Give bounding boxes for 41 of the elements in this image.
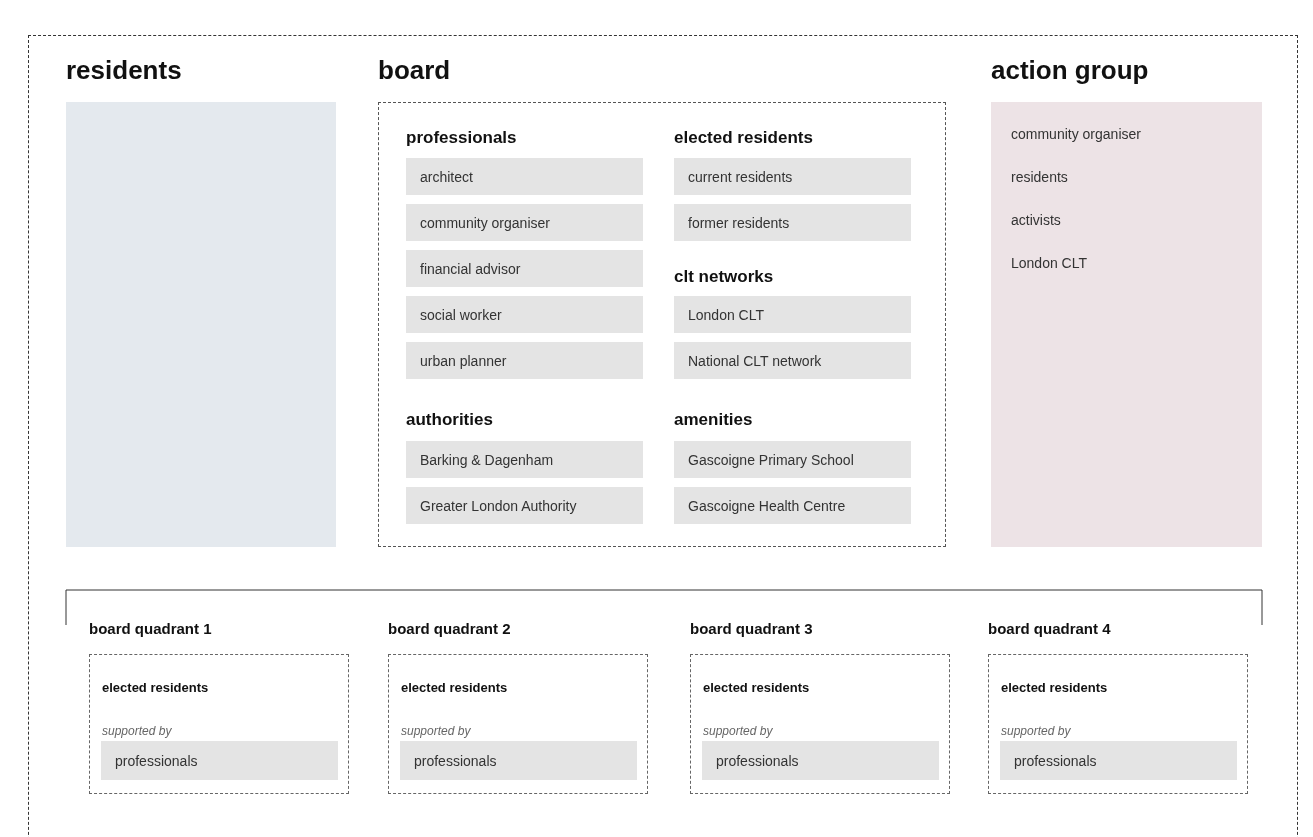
role-heading: elected residents [703,680,810,695]
section-heading: clt networks [674,267,774,287]
role-box: Barking & Dagenham [406,441,643,478]
role-box: urban planner [406,342,643,379]
group-heading: board quadrant 2 [388,620,511,637]
section-heading: elected residents [674,128,813,148]
note-text: supported by [102,724,172,738]
list-item: residents [1011,169,1068,185]
section-heading: amenities [674,410,753,430]
role-box: architect [406,158,643,195]
role-heading: elected residents [1001,680,1108,695]
role-box: former residents [674,204,911,241]
role-box: London CLT [674,296,911,333]
group-heading: board quadrant 3 [690,620,813,637]
role-box: professionals [1000,741,1237,780]
list-item: London CLT [1011,255,1087,271]
note-text: supported by [703,724,773,738]
role-box: financial advisor [406,250,643,287]
section-heading: authorities [406,410,493,430]
role-heading: elected residents [401,680,508,695]
role-box: professionals [702,741,939,780]
role-heading: elected residents [102,680,209,695]
role-box: current residents [674,158,911,195]
role-box: community organiser [406,204,643,241]
group-heading: action group [991,55,1149,86]
role-box: social worker [406,296,643,333]
role-box: professionals [400,741,637,780]
list-item: community organiser [1011,126,1141,142]
section-heading: professionals [406,128,517,148]
role-box: professionals [101,741,338,780]
role-box: Gascoigne Health Centre [674,487,911,524]
note-text: supported by [1001,724,1071,738]
role-box: Greater London Authority [406,487,643,524]
group-heading: board [378,55,451,86]
group-heading: board quadrant 1 [89,620,212,637]
group-heading: residents [66,55,182,86]
group-heading: board quadrant 4 [988,620,1111,637]
role-box: Gascoigne Primary School [674,441,911,478]
list-item: activists [1011,212,1061,228]
note-text: supported by [401,724,471,738]
role-box: National CLT network [674,342,911,379]
